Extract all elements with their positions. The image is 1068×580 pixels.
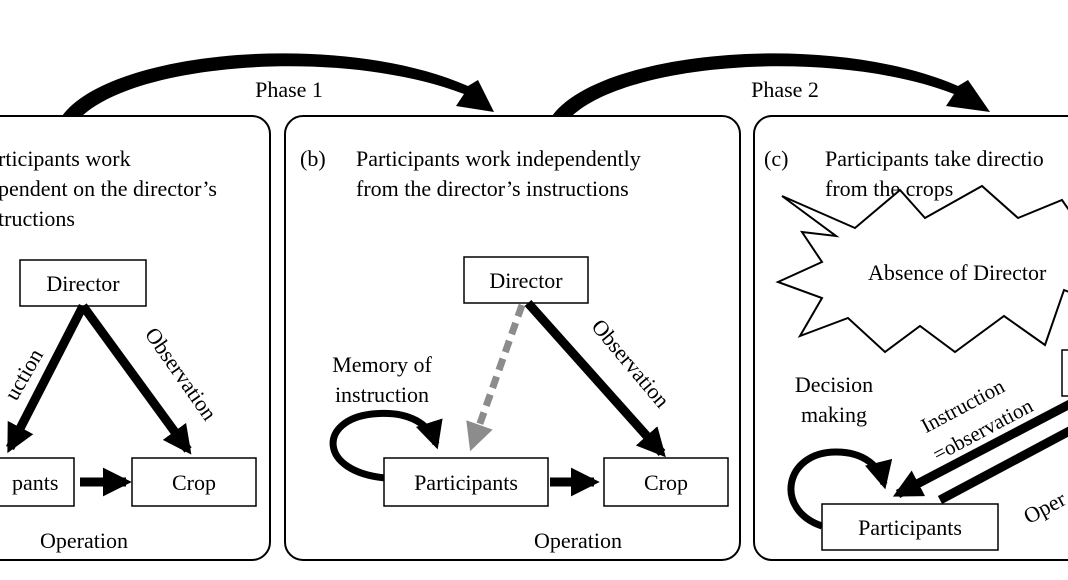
panel-b-memory-loop-arrow — [329, 409, 443, 482]
panel-a-title-line-1: rticipants work — [0, 146, 131, 171]
panel-c-starburst-label: Absence of Director — [868, 260, 1047, 285]
panel-c-title-line-2: from the crops — [825, 176, 953, 201]
panel-a-operation-label: Operation — [40, 528, 128, 553]
panel-c-participants-label: Participants — [858, 515, 962, 540]
panel-b-participants-box — [383, 457, 549, 507]
phase-2-swoosh — [552, 53, 990, 116]
panel-c-decision-label-2: making — [801, 402, 867, 427]
panel-a-director-label: Director — [46, 271, 120, 296]
panel-b-observation-arrow — [524, 300, 666, 458]
panel-a-crop-label: Crop — [172, 470, 216, 495]
panel-c-decision-loop-arrow — [787, 448, 893, 530]
panel-a-title-line-3: tructions — [0, 206, 75, 231]
panel-b — [284, 115, 741, 561]
panel-b-memory-dashed-arrow — [466, 303, 526, 452]
panel-c-participants-box — [821, 503, 999, 551]
panel-a — [0, 115, 271, 561]
panel-a-participants-box — [0, 457, 75, 507]
panel-a-participants-label: pants — [12, 470, 58, 495]
panel-a-crop-box — [131, 457, 257, 507]
panel-a-observation-arrow — [79, 303, 192, 455]
panel-c-operation-line — [937, 426, 1068, 504]
panel-c-instruction-arrow — [892, 400, 1068, 498]
panel-b-title-line-2: from the director’s instructions — [356, 176, 629, 201]
panel-c-starburst-shape — [775, 184, 1068, 354]
panel-c-letter: (c) — [764, 146, 788, 171]
panel-b-participants-label: Participants — [414, 470, 518, 495]
panel-b-letter: (b) — [300, 146, 326, 171]
phase-1-label: Phase 1 — [255, 77, 323, 102]
panel-c-decision-label-1: Decision — [795, 372, 873, 397]
panel-a-title-line-2: pendent on the director’s — [0, 176, 217, 201]
panel-c-title-line-1: Participants take directio — [825, 146, 1044, 171]
panel-b-director-box — [463, 256, 589, 304]
panel-b-crop-box — [603, 457, 729, 507]
panel-a-instruction-arrow — [5, 303, 88, 454]
panel-b-title-line-1: Participants work independently — [356, 146, 641, 171]
panel-a-director-box — [19, 259, 147, 307]
phase-2-label: Phase 2 — [751, 77, 819, 102]
panel-b-memory-label-1: Memory of — [332, 352, 432, 377]
panel-b-memory-label-2: instruction — [335, 382, 429, 407]
panel-c-right-node-box — [1061, 349, 1068, 397]
panel-b-operation-label: Operation — [534, 528, 622, 553]
phase-1-swoosh — [62, 53, 494, 116]
panel-b-crop-label: Crop — [644, 470, 688, 495]
panel-b-director-label: Director — [489, 268, 563, 293]
